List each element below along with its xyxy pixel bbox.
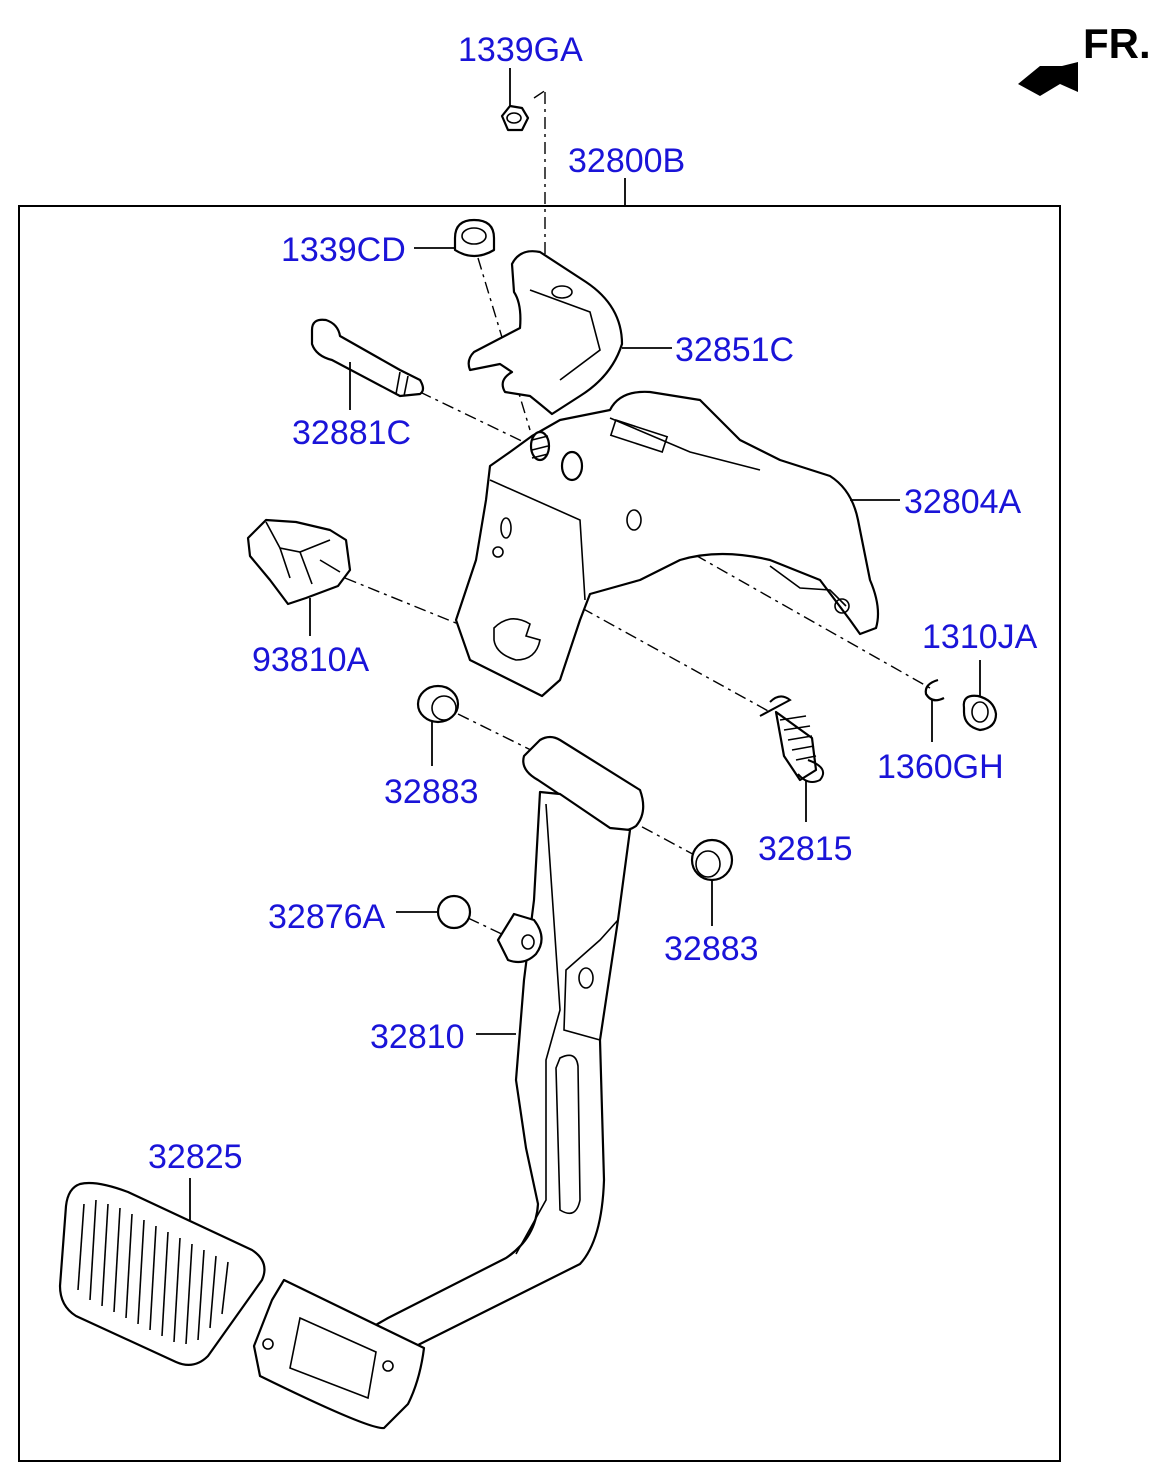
nut-1339ga [500, 104, 530, 132]
stopper-32876a [436, 894, 472, 930]
part-labels: 1339GA 32800B 1339CD 32851C 32881C 32804… [148, 31, 1038, 1176]
label-32800b: 32800B [568, 142, 685, 180]
bushing-32883-left [416, 684, 460, 724]
label-32851c: 32851C [675, 331, 794, 369]
label-1310ja: 1310JA [922, 618, 1038, 656]
label-32883-right: 32883 [664, 930, 759, 968]
stop-lamp-switch-93810a [246, 518, 352, 606]
label-1339cd: 1339CD [281, 231, 406, 269]
bracket-32851c [467, 250, 624, 416]
front-direction-indicator: FR. [1018, 20, 1151, 96]
label-32804a: 32804A [904, 483, 1022, 521]
label-1360gh: 1360GH [877, 748, 1004, 786]
pivot-bolt-32881c [310, 318, 425, 398]
label-93810a: 93810A [252, 641, 370, 679]
nut-1310ja [962, 694, 998, 732]
label-32815: 32815 [758, 830, 853, 868]
label-32876a: 32876A [268, 898, 386, 936]
leader-lines [189, 68, 981, 1220]
pedal-pad-32825 [58, 1181, 266, 1367]
assembly-frame [18, 205, 1061, 1462]
label-1339ga: 1339GA [458, 31, 583, 69]
label-32825: 32825 [148, 1138, 243, 1176]
label-32810: 32810 [370, 1018, 465, 1056]
bushing-32883-right [690, 838, 734, 882]
label-32883-left: 32883 [384, 773, 479, 811]
label-32881c: 32881C [292, 414, 411, 452]
front-direction-arrow-icon [1018, 62, 1078, 96]
pedal-arm-32810 [252, 735, 645, 1430]
front-direction-label: FR. [1083, 20, 1151, 67]
flange-nut-1339cd [453, 218, 496, 258]
pedal-bracket-32804a [454, 390, 880, 698]
return-spring-32815 [759, 695, 824, 783]
clip-1360gh [924, 678, 945, 702]
